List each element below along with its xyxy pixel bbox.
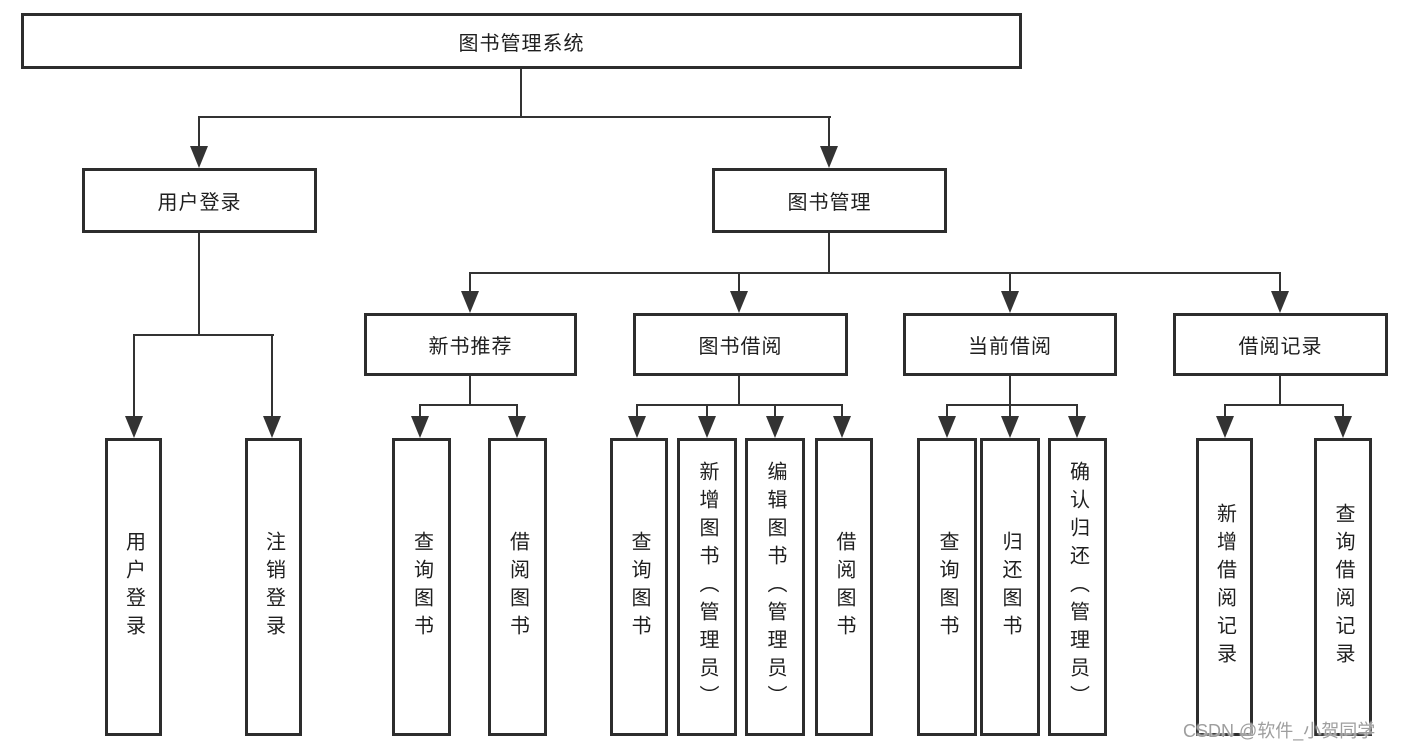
connector-drop-user-login	[198, 116, 200, 148]
connector-root-stem	[520, 69, 522, 118]
leaf-cb-query-book: 查询图书	[917, 438, 977, 736]
connector-drop-bb-edit	[774, 404, 776, 418]
node-user-login: 用户登录	[82, 168, 317, 233]
node-new-book-label: 新书推荐	[428, 336, 513, 358]
connector-book-borrow-stem	[738, 376, 740, 406]
node-book-mgmt-label: 图书管理	[787, 192, 872, 214]
node-borrow-record: 借阅记录	[1173, 313, 1388, 376]
connector-level2-rail	[198, 116, 831, 118]
leaf-br-add-record-label: 新增借阅记录	[1213, 503, 1236, 671]
connector-drop-nb-borrow	[516, 404, 518, 418]
leaf-user-login: 用户登录	[105, 438, 162, 736]
arrow-br-add	[1216, 416, 1234, 438]
connector-level3-rail	[469, 272, 1281, 274]
leaf-user-login-label: 用户登录	[122, 531, 145, 643]
arrow-cb-confirm	[1068, 416, 1086, 438]
connector-drop-cb-return	[1009, 404, 1011, 418]
leaf-cb-return-book: 归还图书	[980, 438, 1040, 736]
leaf-nb-borrow-book: 借阅图书	[488, 438, 547, 736]
leaf-br-add-record: 新增借阅记录	[1196, 438, 1253, 736]
connector-book-mgmt-stem	[828, 233, 830, 274]
arrow-nb-borrow	[508, 416, 526, 438]
arrow-new-book	[461, 291, 479, 313]
leaf-bb-edit-book-admin-label: 编辑图书（管理员）	[764, 461, 786, 713]
connector-drop-new-book	[469, 272, 471, 293]
connector-drop-br-query	[1342, 404, 1344, 418]
connector-drop-leaf-login	[133, 334, 135, 418]
arrow-cb-return	[1001, 416, 1019, 438]
arrow-bb-add	[698, 416, 716, 438]
connector-drop-bb-add	[706, 404, 708, 418]
arrow-br-query	[1334, 416, 1352, 438]
connector-new-book-rail	[419, 404, 518, 406]
leaf-cb-confirm-return-admin-label: 确认归还（管理员）	[1066, 461, 1089, 713]
connector-drop-cb-query	[946, 404, 948, 418]
connector-current-borrow-stem	[1009, 376, 1011, 406]
leaf-bb-borrow-book: 借阅图书	[815, 438, 873, 736]
connector-drop-leaf-logout	[271, 334, 273, 418]
leaf-br-query-record-label: 查询借阅记录	[1332, 503, 1354, 671]
leaf-nb-query-book: 查询图书	[392, 438, 451, 736]
node-current-borrow-label: 当前借阅	[968, 336, 1052, 358]
node-user-login-label: 用户登录	[157, 192, 242, 214]
connector-drop-current-borrow	[1009, 272, 1011, 293]
arrow-bb-edit	[766, 416, 784, 438]
leaf-cb-query-book-label: 查询图书	[936, 531, 958, 643]
leaf-bb-add-book-admin-label: 新增图书（管理员）	[696, 461, 718, 713]
leaf-bb-borrow-book-label: 借阅图书	[833, 531, 855, 643]
leaf-bb-query-book: 查询图书	[610, 438, 668, 736]
arrow-current-borrow	[1001, 291, 1019, 313]
node-root: 图书管理系统	[21, 13, 1022, 69]
connector-drop-bb-query	[636, 404, 638, 418]
node-book-borrow-label: 图书借阅	[698, 336, 783, 358]
connector-user-login-rail	[133, 334, 274, 336]
connector-user-login-stem	[198, 233, 200, 336]
arrow-bb-borrow	[833, 416, 851, 438]
node-new-book: 新书推荐	[364, 313, 577, 376]
node-root-label: 图书管理系统	[458, 32, 585, 55]
arrow-leaf-logout	[263, 416, 281, 438]
node-current-borrow: 当前借阅	[903, 313, 1117, 376]
leaf-cb-return-book-label: 归还图书	[999, 531, 1021, 643]
leaf-bb-add-book-admin: 新增图书（管理员）	[677, 438, 737, 736]
leaf-logout: 注销登录	[245, 438, 302, 736]
leaf-nb-query-book-label: 查询图书	[410, 531, 433, 643]
connector-new-book-stem	[469, 376, 471, 406]
leaf-cb-confirm-return-admin: 确认归还（管理员）	[1048, 438, 1107, 736]
arrow-book-mgmt	[820, 146, 838, 168]
arrow-user-login	[190, 146, 208, 168]
connector-drop-book-mgmt	[828, 116, 830, 148]
arrow-leaf-login	[125, 416, 143, 438]
csdn-watermark: CSDN @软件_小贺同学	[1183, 721, 1376, 741]
connector-drop-bb-borrow	[841, 404, 843, 418]
connector-borrow-record-stem	[1279, 376, 1281, 406]
connector-drop-book-borrow	[738, 272, 740, 293]
connector-current-borrow-rail	[946, 404, 1078, 406]
leaf-br-query-record: 查询借阅记录	[1314, 438, 1372, 736]
connector-book-borrow-rail	[636, 404, 843, 406]
connector-borrow-record-rail	[1224, 404, 1344, 406]
arrow-nb-query	[411, 416, 429, 438]
leaf-nb-borrow-book-label: 借阅图书	[506, 531, 529, 643]
arrow-bb-query	[628, 416, 646, 438]
arrow-cb-query	[938, 416, 956, 438]
connector-drop-cb-confirm	[1076, 404, 1078, 418]
connector-drop-borrow-record	[1279, 272, 1281, 293]
arrow-borrow-record	[1271, 291, 1289, 313]
node-borrow-record-label: 借阅记录	[1238, 336, 1323, 358]
arrow-book-borrow	[730, 291, 748, 313]
connector-drop-nb-query	[419, 404, 421, 418]
node-book-mgmt: 图书管理	[712, 168, 947, 233]
leaf-bb-query-book-label: 查询图书	[628, 531, 650, 643]
leaf-logout-label: 注销登录	[262, 531, 285, 643]
leaf-bb-edit-book-admin: 编辑图书（管理员）	[745, 438, 805, 736]
connector-drop-br-add	[1224, 404, 1226, 418]
node-book-borrow: 图书借阅	[633, 313, 848, 376]
